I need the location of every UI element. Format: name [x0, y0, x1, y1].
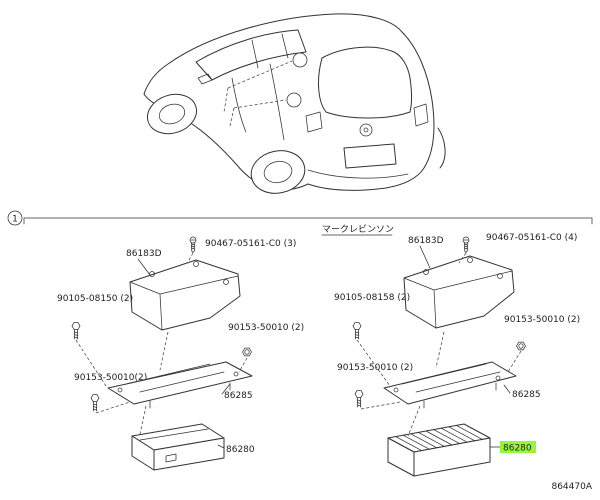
bracket-hole — [495, 375, 501, 381]
rear-glass — [318, 46, 412, 119]
connector-screw-cover-right — [458, 252, 467, 264]
license-plate — [343, 143, 397, 169]
bracket-legs-right — [423, 382, 497, 409]
part-label-bolt-lower-right[interactable]: 90153-50010 (2) — [337, 363, 413, 373]
rear-door-line — [269, 63, 285, 141]
c-pillar-line — [281, 33, 289, 59]
bracket-hole — [233, 371, 239, 377]
cover-boss — [497, 273, 503, 279]
amplifier-side-left — [131, 435, 155, 471]
highlight-box — [500, 441, 536, 453]
circle-marker-icon — [292, 52, 308, 68]
part-label-amplifier-left[interactable]: 86280 — [226, 445, 255, 455]
part-label-nut-left[interactable]: 90153-50010 (2) — [228, 323, 304, 333]
part-label-amplifier-right[interactable]: 86280 — [503, 444, 532, 454]
amplifier-leader-left — [217, 444, 225, 449]
cover-boss — [423, 269, 429, 275]
right-wheel-arch — [437, 127, 446, 169]
amplifier-fins-right — [395, 425, 483, 451]
connector-nut-right — [507, 350, 522, 373]
interior-leader-2 — [229, 107, 235, 127]
emblem-inner-icon — [363, 127, 369, 133]
bracket-hole — [117, 387, 123, 393]
emblem-icon — [359, 123, 373, 137]
cover-boss — [467, 257, 473, 263]
part-label-bolt-upper-right[interactable]: 90105-08158 (2) — [334, 293, 410, 303]
assembly-left: 90467-05161-C0 (3) 86183D 90105-08150 (2… — [57, 236, 304, 471]
bracket-hole — [393, 387, 399, 393]
bracket-leader-left — [221, 383, 231, 395]
cover-boss — [223, 279, 229, 285]
section-bracket: 1 — [7, 210, 593, 226]
callout-leader-1 — [227, 60, 293, 89]
cover-leader-right — [419, 245, 431, 269]
cover-boss — [193, 261, 199, 267]
section-index: 1 — [12, 215, 18, 225]
drawing-code: 864470A — [551, 482, 592, 492]
connector-bolt-lower-left — [95, 401, 131, 414]
b-pillar-line — [251, 39, 259, 69]
connector-cover-bracket-left — [159, 331, 169, 371]
part-label-bolt-upper-left[interactable]: 90105-08150 (2) — [57, 294, 133, 304]
screw-icon — [462, 236, 470, 253]
rear-left-wheel — [250, 150, 306, 194]
section-index-circle — [7, 210, 23, 226]
connector-bracket-amp-right — [407, 405, 421, 437]
nut-icon — [516, 341, 526, 351]
part-label-bracket-right[interactable]: 86285 — [512, 390, 541, 400]
bumper-crease — [307, 169, 409, 179]
front-left-wheel-hub — [158, 103, 186, 125]
connector-nut-left — [238, 357, 248, 373]
connector-bracket-amp-left — [139, 405, 147, 435]
side-glass — [195, 29, 307, 81]
amplifier-side-right — [387, 437, 415, 477]
bolt-icon — [354, 390, 364, 408]
interior-leader-1 — [223, 87, 229, 113]
cover-boss — [149, 271, 155, 277]
callout-leader-2 — [233, 99, 287, 109]
amplifier-connector-left — [165, 453, 177, 463]
circle-marker-icon — [286, 92, 302, 108]
bracket-rails-left — [125, 363, 225, 393]
cover-edges-right — [403, 270, 513, 329]
part-label-bracket-left[interactable]: 86285 — [224, 391, 253, 401]
front-left-wheel — [147, 93, 197, 135]
cover-part-right — [403, 255, 515, 329]
screw-icon — [189, 236, 197, 253]
connector-screw-cover-left — [187, 252, 194, 263]
cover-leader-left — [137, 258, 151, 276]
part-label-nut-right[interactable]: 90153-50010 (2) — [504, 315, 580, 325]
taillight-left — [305, 111, 323, 133]
part-label-cover-right[interactable]: 86183D — [408, 236, 444, 246]
bolt-icon — [71, 322, 81, 340]
part-label-screws-left[interactable]: 90467-05161-C0 (3) — [205, 239, 296, 249]
part-label-screws-right[interactable]: 90467-05161-C0 (4) — [486, 233, 577, 243]
bracket-part-right — [383, 361, 517, 405]
assembly-right: マークレビンソン 90467-05161-C0 (4) 86183D 90105… — [321, 224, 580, 477]
amplifier-seam-left — [139, 428, 209, 441]
section-line — [23, 217, 593, 225]
connector-bolt-upper-left — [75, 339, 107, 387]
cover-part-left — [129, 259, 241, 331]
taillight-right — [413, 103, 429, 127]
part-label-cover-left[interactable]: 86183D — [126, 249, 162, 259]
front-door-line — [231, 77, 247, 133]
connector-cover-bracket-right — [435, 331, 445, 369]
cover-edges-left — [129, 275, 239, 331]
bolt-icon — [352, 322, 362, 340]
side-mirror — [197, 73, 213, 85]
connector-bolt-upper-right — [356, 339, 391, 387]
connector-bolt-lower-right — [360, 401, 401, 410]
bracket-rails-right — [401, 363, 501, 393]
bracket-leader-right — [503, 384, 511, 394]
bracket-part-left — [107, 361, 253, 405]
variant-label: マークレビンソン — [322, 224, 394, 235]
rear-left-wheel-hub — [263, 160, 293, 184]
car-illustration — [143, 13, 446, 194]
nut-icon — [242, 347, 252, 357]
bolt-icon — [90, 394, 100, 412]
part-label-bolt-lower-left[interactable]: 90153-50010(2) — [74, 373, 147, 383]
